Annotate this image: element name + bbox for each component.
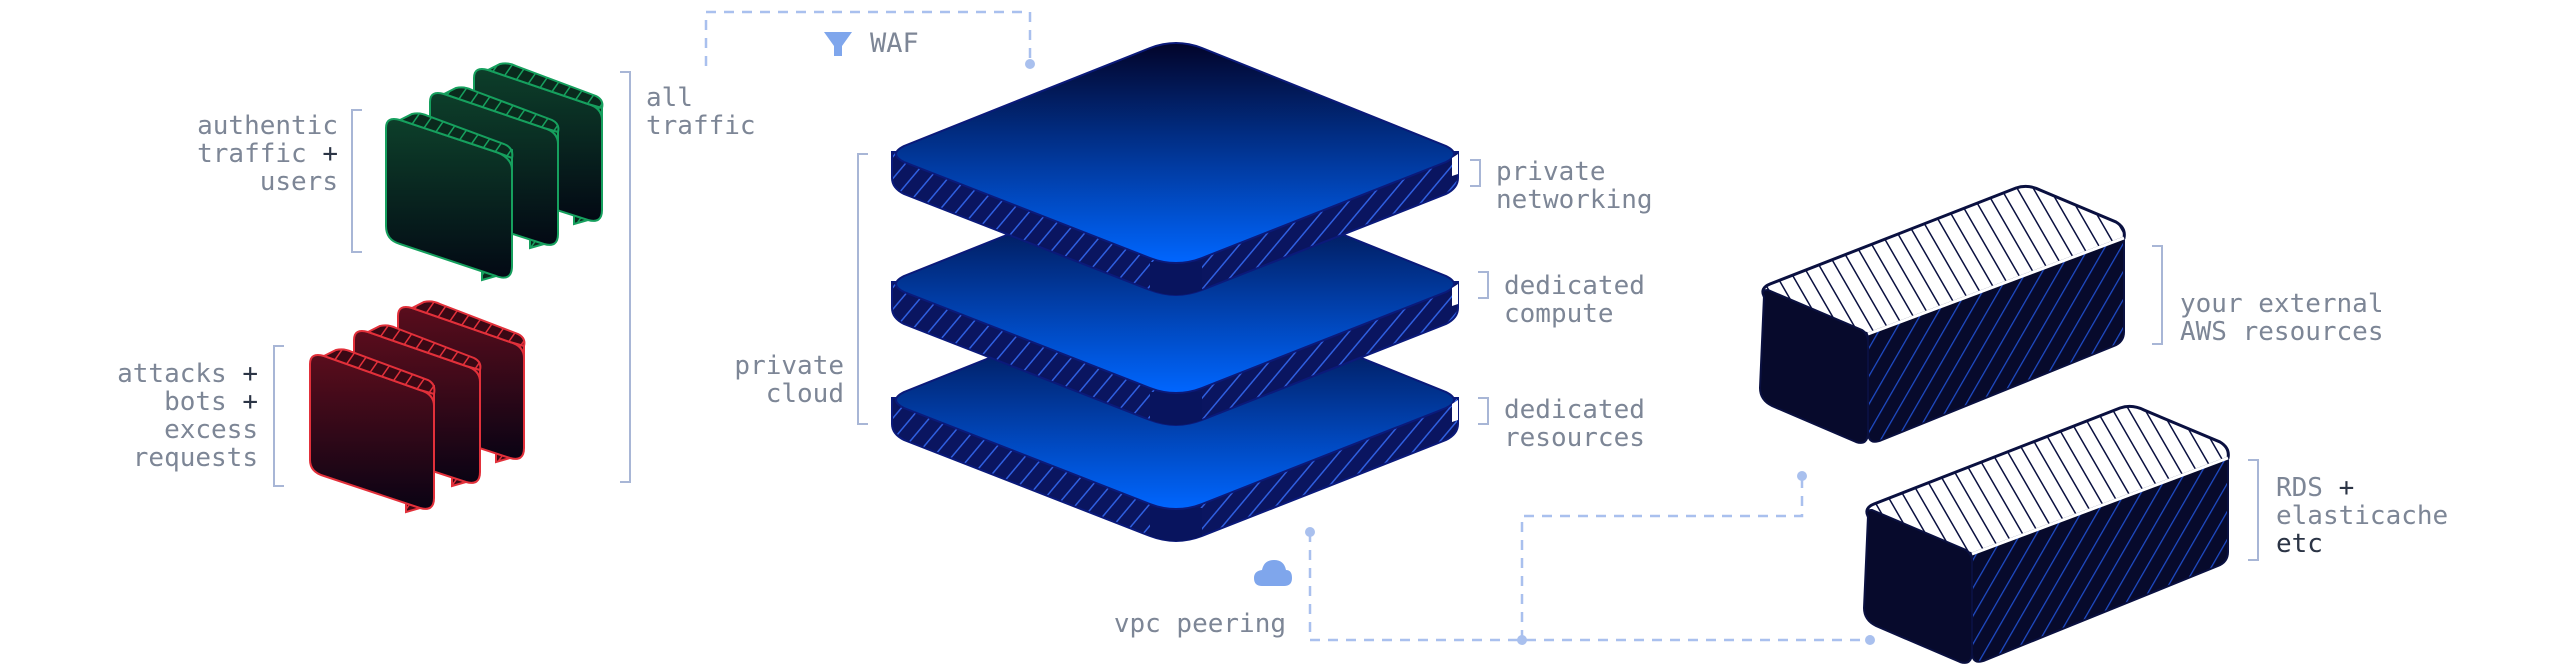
all-traffic-line-1: all	[646, 83, 693, 113]
vpc-dot-external	[1797, 471, 1807, 481]
private-cloud-line-1: private	[734, 351, 844, 381]
attacks-line-3: excess	[164, 415, 258, 445]
authentic-line-1: authentic	[197, 111, 338, 141]
red-card-front	[309, 348, 436, 514]
vpc-dot-cloud	[1305, 527, 1315, 537]
external-aws-bracket	[2152, 245, 2163, 345]
external-aws-line-1: your external	[2180, 289, 2384, 319]
attacks-bracket	[273, 345, 284, 487]
private-cloud-label: private cloud	[734, 153, 868, 425]
vpc-dot-junction	[1517, 635, 1527, 645]
attacks-line-4: requests	[133, 443, 258, 473]
dedicated-compute-bracket	[1478, 271, 1489, 299]
waf-label: WAF	[870, 28, 919, 59]
private-cloud-line-2: cloud	[766, 379, 844, 409]
private-cloud-bracket	[857, 153, 868, 425]
rds-elasticache-box	[1862, 404, 2230, 664]
rds-label: RDS + elasticache etc	[2248, 459, 2448, 561]
attacks-line-2: bots +	[164, 387, 258, 417]
waf-endpoint-dot	[1025, 59, 1035, 69]
rds-bracket	[2248, 459, 2259, 561]
authentic-line-2: traffic +	[197, 139, 338, 169]
dedicated-compute-line-1: dedicated	[1504, 271, 1645, 301]
funnel-icon	[824, 32, 852, 56]
private-networking-line-2: networking	[1496, 185, 1653, 215]
external-aws-box	[1758, 184, 2126, 444]
attack-traffic-stack	[309, 300, 526, 514]
rds-line-1: RDS +	[2276, 473, 2354, 503]
dedicated-compute-label: dedicated compute	[1478, 271, 1645, 329]
rds-line-2: elasticache	[2276, 501, 2448, 531]
authentic-traffic-stack	[385, 62, 604, 282]
external-aws-label: your external AWS resources	[2152, 245, 2384, 347]
dedicated-compute-line-2: compute	[1504, 299, 1614, 329]
all-traffic-bracket	[620, 71, 631, 483]
vpc-peering-connector	[1305, 471, 1875, 645]
authentic-line-3: users	[260, 167, 338, 197]
private-networking-bracket	[1470, 159, 1481, 187]
waf-connector: WAF	[704, 10, 1035, 69]
authentic-bracket	[351, 109, 362, 253]
dedicated-resources-bracket	[1478, 397, 1489, 425]
cloud-icon	[1254, 560, 1292, 586]
dedicated-resources-label: dedicated resources	[1478, 395, 1645, 453]
plate-private-networking	[891, 42, 1459, 296]
external-aws-line-2: AWS resources	[2180, 317, 2384, 347]
private-cloud-stack	[891, 42, 1459, 542]
attacks-line-1: attacks +	[117, 359, 258, 389]
vpc-peering-label: vpc peering	[1114, 609, 1286, 639]
vpc-dot-rds	[1865, 635, 1875, 645]
rds-line-3: etc	[2276, 529, 2323, 559]
green-card-front	[385, 112, 514, 282]
all-traffic-label: all traffic	[620, 71, 756, 483]
private-networking-line-1: private	[1496, 157, 1606, 187]
all-traffic-line-2: traffic	[646, 111, 756, 141]
attacks-label: attacks + bots + excess requests	[117, 345, 284, 487]
dedicated-resources-line-2: resources	[1504, 423, 1645, 453]
authentic-traffic-label: authentic traffic + users	[197, 109, 362, 253]
dedicated-resources-line-1: dedicated	[1504, 395, 1645, 425]
private-networking-label: private networking	[1470, 157, 1653, 215]
